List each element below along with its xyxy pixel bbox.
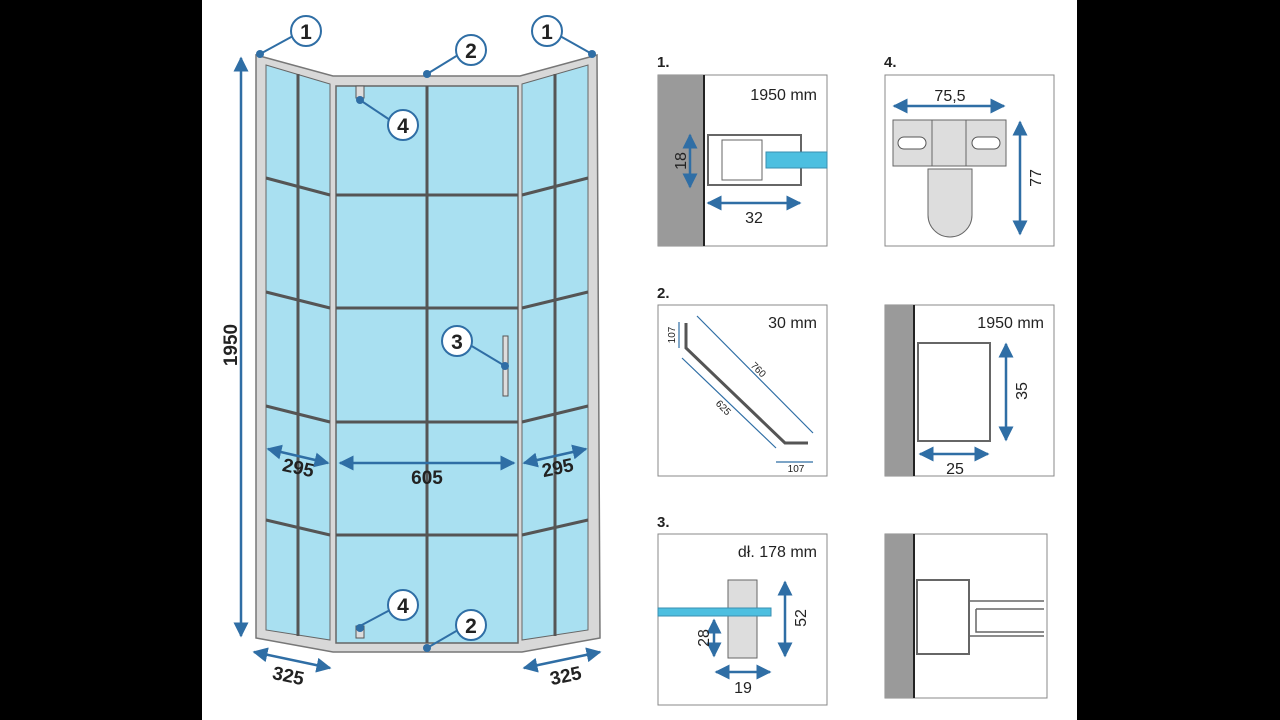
detail-4-dim-width: 75,5 — [934, 88, 965, 105]
detail-3b — [884, 533, 1048, 699]
shower-cabin-diagram: 1 2 1 4 3 4 2 1950 295 605 295 325 325 1… — [221, 15, 1055, 706]
detail-2-dim-107-vertical: 107 — [667, 326, 678, 343]
detail-1-number: 1. — [657, 54, 670, 71]
detail-3-dim-52: 52 — [793, 609, 810, 627]
detail-2b-dim-width: 25 — [946, 461, 964, 478]
detail-2b-note: 1950 mm — [977, 315, 1044, 332]
callout-2-bottom: 2 — [465, 615, 477, 638]
diagram-canvas: 1 2 1 4 3 4 2 1950 295 605 295 325 325 1… — [202, 0, 1077, 720]
detail-2b: 1950 mm 35 25 — [884, 304, 1055, 478]
callout-1-right: 1 — [541, 21, 553, 44]
callout-2-top: 2 — [465, 40, 477, 63]
detail-3-dim-28: 28 — [696, 629, 713, 647]
left-depth-dimension: 325 — [270, 663, 306, 690]
detail-1-dim-height: 18 — [673, 152, 690, 170]
callouts — [259, 15, 593, 649]
callout-4-top: 4 — [397, 115, 409, 138]
detail-1-note: 1950 mm — [750, 87, 817, 104]
detail-3-number: 3. — [657, 514, 670, 531]
detail-4: 4. 75,5 77 — [884, 54, 1055, 247]
detail-2-note: 30 mm — [768, 315, 817, 332]
detail-3-note: dł. 178 mm — [738, 544, 817, 561]
front-width-dimension: 605 — [411, 468, 443, 489]
height-dimension: 1950 — [221, 324, 242, 366]
detail-2: 2. 30 mm 107 760 625 107 — [657, 285, 828, 477]
callout-3: 3 — [451, 331, 463, 354]
detail-1: 1. 1950 mm 18 32 — [657, 54, 828, 247]
cabin-drawing — [255, 54, 601, 653]
callout-4-bottom: 4 — [397, 595, 409, 618]
detail-2-number: 2. — [657, 285, 670, 302]
callout-1-left: 1 — [300, 21, 312, 44]
detail-1-dim-width: 32 — [745, 210, 763, 227]
right-depth-dimension: 325 — [548, 663, 584, 690]
detail-2-dim-107-horizontal: 107 — [788, 464, 805, 475]
detail-3: 3. dł. 178 mm 28 52 19 — [657, 514, 828, 706]
detail-4-dim-height: 77 — [1028, 169, 1045, 187]
detail-2b-dim-height: 35 — [1014, 382, 1031, 400]
detail-3-dim-19: 19 — [734, 680, 752, 697]
detail-4-number: 4. — [884, 54, 897, 71]
